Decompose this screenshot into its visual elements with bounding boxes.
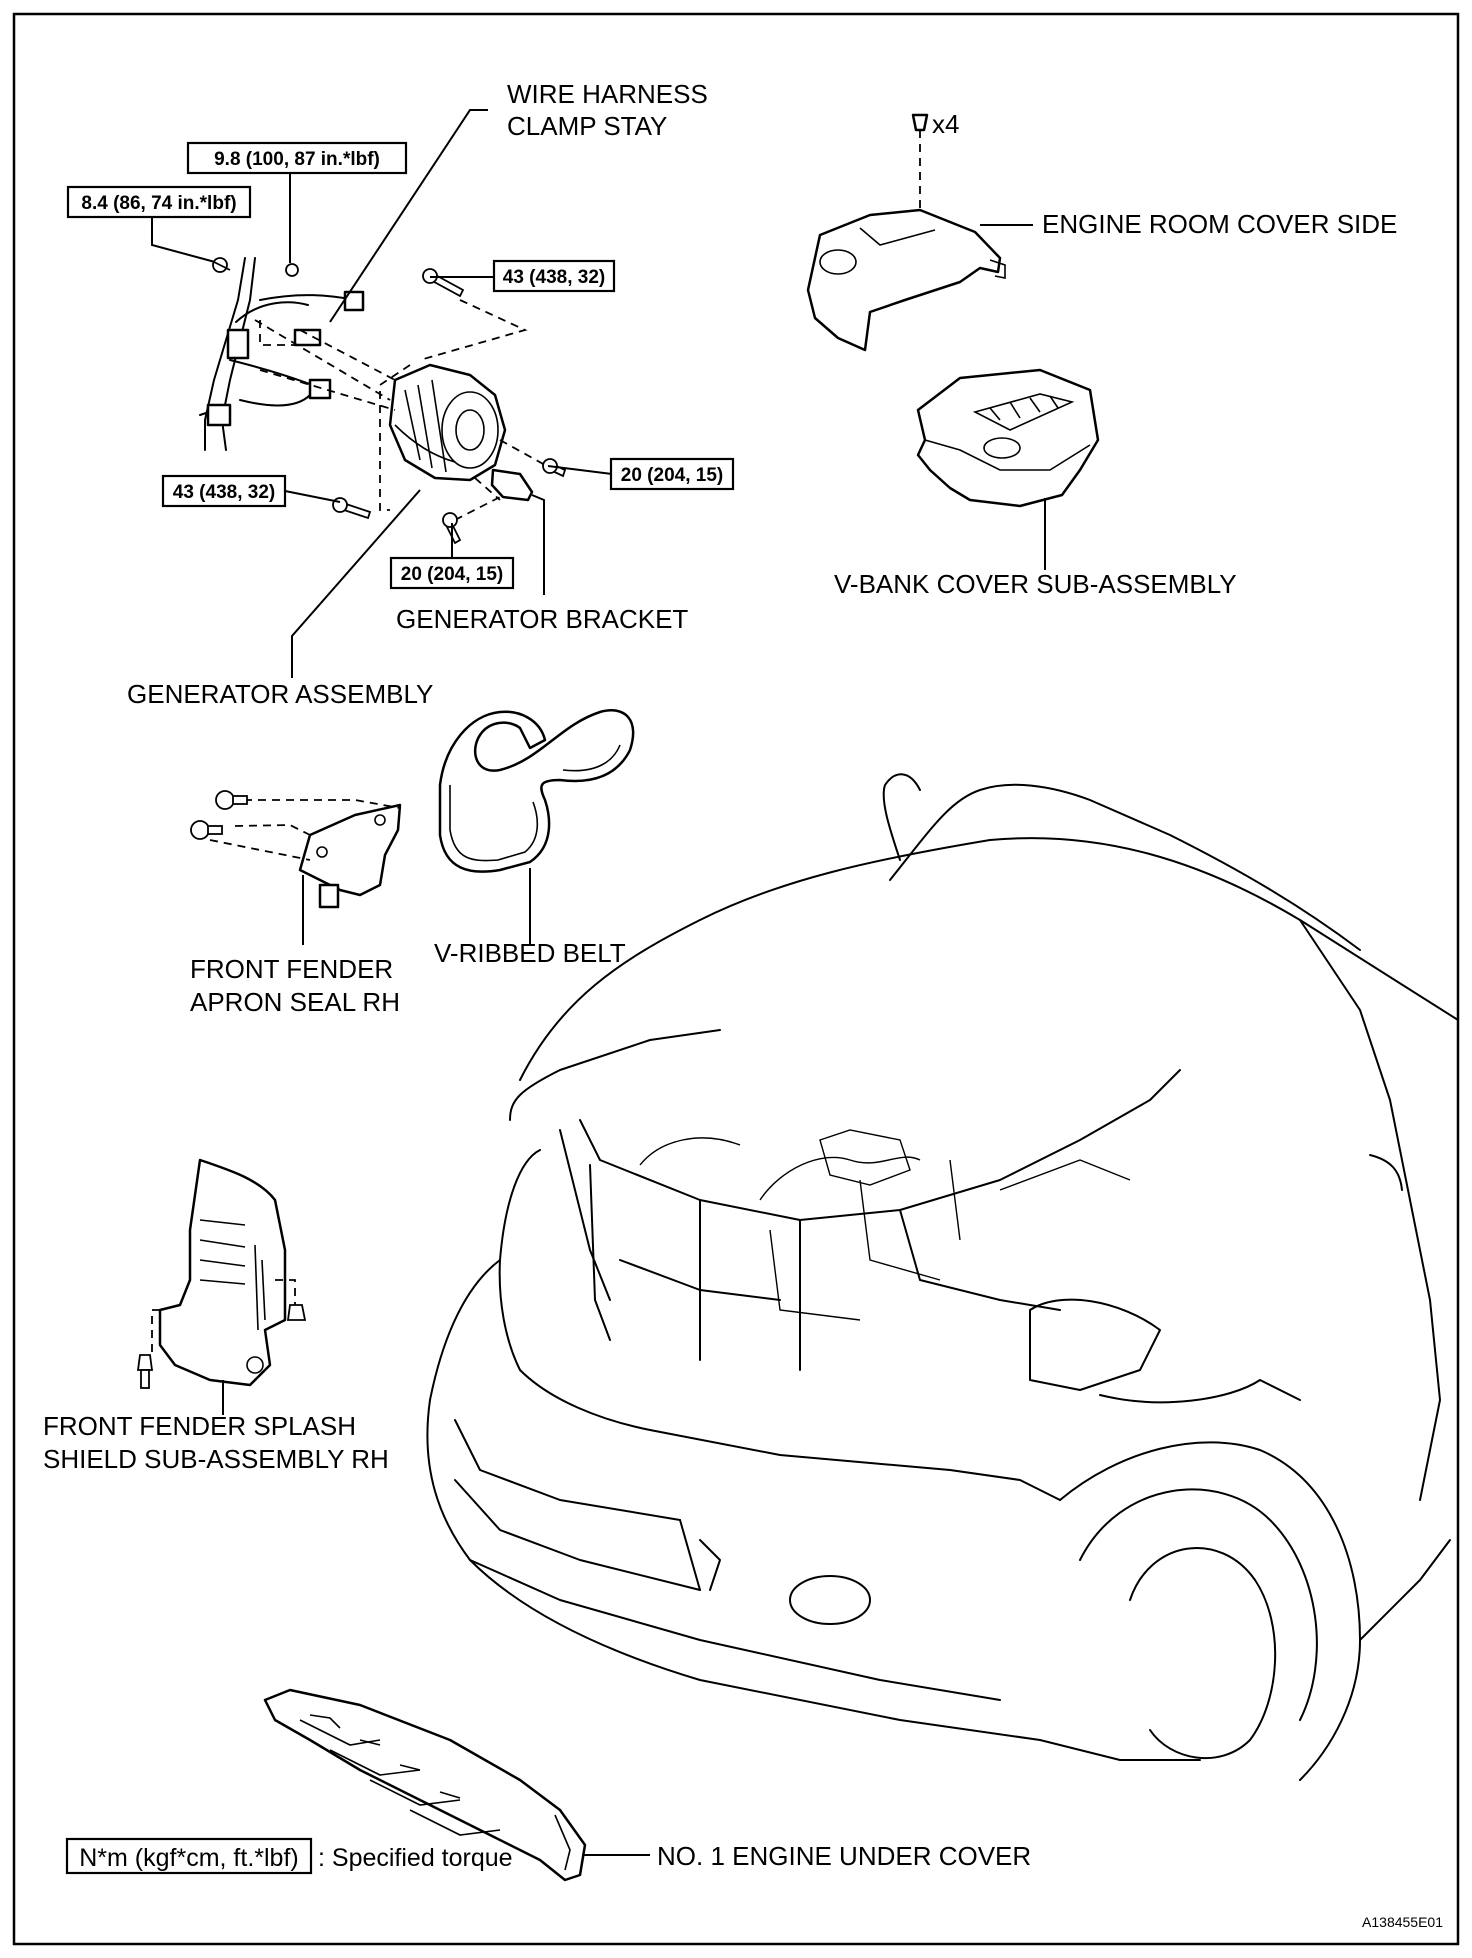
label-generator-assembly: GENERATOR ASSEMBLY [127,679,433,709]
torque-text: 43 (438, 32) [503,267,605,288]
legend-unit: N*m (kgf*cm, ft.*lbf) [79,1844,298,1872]
torque-spec-8-4: 8.4 (86, 74 in.*lbf) [66,185,252,219]
label-v-bank-cover: V-BANK COVER SUB-ASSEMBLY [834,569,1237,599]
front-fender-apron-seal-part [190,790,402,909]
torque-text: 9.8 (100, 87 in.*lbf) [214,149,380,170]
label-splash-shield-line1: FRONT FENDER SPLASH [43,1411,356,1441]
torque-text: 43 (438, 32) [173,482,275,503]
leader-lines [151,109,1046,1856]
legend-description: : Specified torque [318,1844,513,1872]
torque-text: 20 (204, 15) [621,465,723,486]
torque-spec-43-top: 43 (438, 32) [492,259,616,293]
label-engine-under-cover: NO. 1 ENGINE UNDER COVER [657,1841,1031,1871]
front-fender-splash-shield-part [136,1158,307,1389]
torque-spec-20-right: 20 (204, 15) [609,457,735,491]
figure-code: A138455E01 [1362,1914,1443,1930]
torque-spec-9-8: 9.8 (100, 87 in.*lbf) [186,141,408,175]
label-splash-shield-line2: SHIELD SUB-ASSEMBLY RH [43,1444,389,1474]
label-v-ribbed-belt: V-RIBBED BELT [434,938,626,968]
v-bank-cover-part [916,368,1100,508]
label-apron-seal-line1: FRONT FENDER [190,954,393,984]
label-engine-room-cover-side: ENGINE ROOM COVER SIDE [1042,209,1397,239]
engine-room-cover-side-part [806,113,1006,352]
label-apron-seal-line2: APRON SEAL RH [190,987,400,1017]
label-wire-harness-clamp-stay-line1: WIRE HARNESS [507,79,708,109]
label-wire-harness-clamp-stay-line2: CLAMP STAY [507,111,667,141]
torque-text: 20 (204, 15) [401,564,503,585]
engine-under-cover-part [263,1688,587,1882]
v-ribbed-belt-part [438,709,635,873]
torque-text: 8.4 (86, 74 in.*lbf) [81,193,236,214]
torque-legend: N*m (kgf*cm, ft.*lbf) : Specified torque [65,1837,513,1875]
label-generator-bracket: GENERATOR BRACKET [396,604,688,634]
generator-group [199,257,567,545]
torque-spec-43-left: 43 (438, 32) [161,474,287,508]
figure-frame [12,12,1460,1946]
torque-spec-20-bottom: 20 (204, 15) [389,556,515,590]
fastener-quantity: x4 [932,109,959,139]
vehicle-outline [426,773,1459,1781]
